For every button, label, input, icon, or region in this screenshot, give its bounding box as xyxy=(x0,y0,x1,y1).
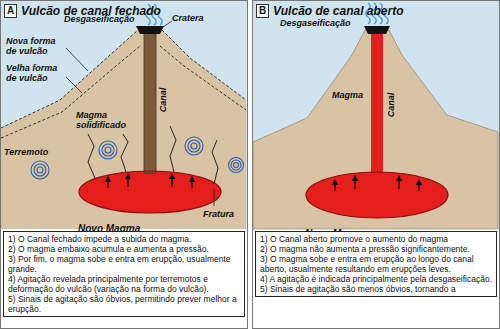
pressure-arrow xyxy=(354,178,355,189)
panel-a-art xyxy=(1,1,247,229)
fracture-line xyxy=(170,126,176,172)
note-item: 3) Por fim, o magma sobe e entra em erup… xyxy=(8,254,240,274)
quake-ring xyxy=(37,167,43,173)
panel-frame: B Vulcão de canal abertoNovo Magma 1) O Ca… xyxy=(252,0,500,329)
conduit-label: Canal xyxy=(158,88,168,113)
note-item: 4) Agitação revelada principalmente por … xyxy=(8,274,240,294)
panel-title: Vulcão de canal aberto xyxy=(273,4,404,18)
closed-conduit xyxy=(144,33,156,173)
note-item: 4) A agitação é indicada principalmente … xyxy=(260,274,492,284)
conduit-label: Canal xyxy=(386,93,396,118)
crater xyxy=(364,26,390,34)
leader-line xyxy=(214,189,215,206)
note-item: 1) O Canal aberto promove o aumento do m… xyxy=(260,234,492,244)
annotation-label: Desgaseificação xyxy=(280,18,351,28)
chamber-outline xyxy=(306,172,448,218)
quake-ring xyxy=(105,147,111,153)
leader-line xyxy=(66,77,82,93)
quake-ring xyxy=(34,164,46,176)
sky xyxy=(253,1,499,229)
leader-lines xyxy=(66,21,214,206)
annotation-label: Desgaseificação xyxy=(64,14,135,24)
annotation-label: Nova forma de vulcão xyxy=(6,36,68,56)
pressure-arrow xyxy=(418,182,419,191)
magma-chamber-fill xyxy=(306,172,448,218)
pressure-arrow xyxy=(171,176,172,187)
sky xyxy=(1,1,247,229)
chamber-outline xyxy=(78,170,222,214)
fracture-line xyxy=(212,140,218,184)
chamber-outline xyxy=(305,171,449,219)
note-item: 3) O magma sobe e entra em erupção ao lo… xyxy=(260,254,492,274)
leader-line xyxy=(66,48,88,71)
quake-ring xyxy=(191,143,197,149)
note-item: 2) O magma embaixo acumula e aumenta a p… xyxy=(8,244,240,254)
old-shape-line xyxy=(1,46,246,138)
quake-ring xyxy=(234,163,239,168)
magma-chamber-fill xyxy=(79,171,221,213)
volcano-ground xyxy=(1,30,246,229)
fracture-line xyxy=(88,134,95,178)
pressure-arrow xyxy=(127,176,128,187)
annotation-label: Terremoto xyxy=(4,147,48,157)
leader-line xyxy=(163,21,172,27)
panel-letter: A xyxy=(4,4,17,18)
quake-ring xyxy=(31,161,49,179)
annotation-label: Velha forma de vulcão xyxy=(6,63,68,83)
crater xyxy=(136,26,164,34)
annotation-label: Magma solidificado xyxy=(76,110,140,130)
chamber-outline xyxy=(79,171,221,213)
note-item: 5) Sinais de agitação são óbvios, permit… xyxy=(8,294,240,314)
pressure-arrows xyxy=(108,176,192,188)
volcano-ground xyxy=(253,30,498,229)
pressure-arrows xyxy=(335,178,419,191)
annotation-label: Fratura xyxy=(203,209,234,219)
quake-ring xyxy=(229,158,244,173)
magma-chamber: Novo Magma xyxy=(78,170,222,214)
fracture-line xyxy=(121,134,128,172)
new-shape-line xyxy=(1,30,246,128)
annotation-label: Magma xyxy=(332,90,363,100)
quake-ring xyxy=(188,140,200,152)
note-item: 5) Sinais de agitação são menos óbvios, … xyxy=(260,284,492,294)
magma-chamber: Novo Magma xyxy=(305,171,449,219)
quake-ring xyxy=(99,141,117,159)
open-conduit xyxy=(371,33,383,178)
note-item: 2) O magma não aumenta a pressão signifi… xyxy=(260,244,492,254)
pressure-arrow xyxy=(107,179,108,188)
panel-b-art xyxy=(253,1,499,229)
notes-box: 1) O Canal aberto promove o aumento do m… xyxy=(255,231,497,297)
quake-ring xyxy=(231,160,241,170)
quake-ring xyxy=(185,137,203,155)
pressure-arrow xyxy=(191,179,192,188)
pressure-arrow xyxy=(334,182,335,191)
note-item: 1) O Canal fechado impede a subida do ma… xyxy=(8,234,240,244)
annotation-label: Cratera xyxy=(172,13,204,23)
pressure-arrow xyxy=(398,178,399,189)
notes-box: 1) O Canal fechado impede a subida do ma… xyxy=(3,231,245,317)
earthquake-symbols xyxy=(31,137,244,179)
quake-ring xyxy=(102,144,114,156)
panel-letter: B xyxy=(256,4,269,18)
